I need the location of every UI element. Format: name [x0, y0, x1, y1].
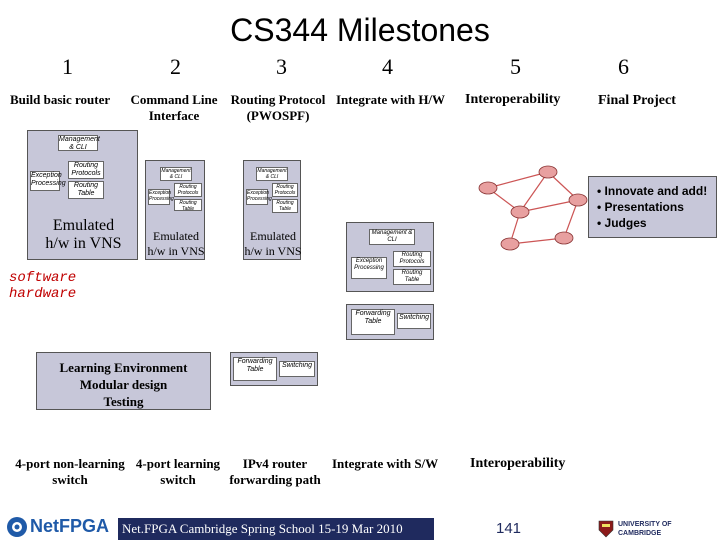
learning-environment-box: Learning Environment Modular design Test…	[36, 352, 211, 410]
emulated-text: Emulated	[250, 229, 296, 243]
hw-milestone-1-line2: switch	[52, 472, 88, 487]
switching-box: Switching	[279, 361, 315, 377]
netfpga-chip-icon	[7, 517, 27, 537]
pwospf-text: (PWOSPF)	[246, 108, 310, 123]
milestone-4-number: 4	[382, 54, 393, 79]
emulated-hw-text: h/w in VNS	[45, 235, 122, 252]
management-cli-box: Management & CLI	[160, 167, 192, 181]
routing-table-box: Routing Table	[68, 181, 104, 199]
exception-processing-box: Exception Processing	[148, 189, 174, 205]
netfpga-logo: NetFPGA	[4, 514, 116, 540]
exception-processing-box: Exception Processing	[351, 257, 387, 279]
milestone-6-label: Final Project	[598, 93, 676, 108]
cambridge-crest-icon	[598, 520, 614, 538]
milestone-2-number: 2	[170, 54, 181, 79]
routing-protocol-text: Routing Protocol	[230, 92, 326, 107]
interoperability-network-graph	[478, 165, 588, 251]
hardware-block-4: Forwarding Table Switching	[346, 304, 434, 340]
routing-protocols-box: Routing Protocols	[393, 251, 431, 267]
university-line-1: UNIVERSITY OF	[618, 521, 672, 528]
interface-text: Interface	[148, 108, 200, 123]
page-number: 141	[496, 520, 522, 537]
netfpga-logo-text: NetFPGA	[30, 516, 110, 536]
router-software-block-3: Management & CLI Exception Processing Ro…	[243, 160, 302, 260]
final-project-box: • Innovate and add! • Presentations • Ju…	[588, 176, 717, 238]
milestone-1-label: Build basic router	[10, 92, 111, 107]
network-node	[568, 193, 588, 207]
hw-milestone-1: 4-port non-learning switch	[8, 456, 132, 488]
routing-protocols-box: Routing Protocols	[174, 183, 202, 197]
network-node	[554, 231, 574, 245]
learning-line-1: Learning Environment	[59, 360, 188, 375]
milestone-2-label: Command Line Interface	[128, 92, 220, 124]
hw-milestone-1-line1: 4-port non-learning	[15, 456, 125, 471]
final-item-3: • Judges	[597, 216, 647, 230]
emulated-label-2: Emulated h/w in VNS	[146, 229, 206, 259]
milestone-4-label: Integrate with H/W	[336, 92, 446, 107]
exception-processing-box: Exception Processing	[30, 171, 66, 191]
network-node	[510, 205, 530, 219]
milestone-5-number: 5	[510, 54, 521, 79]
software-hardware-label: software hardware	[9, 270, 76, 302]
routing-protocols-box: Routing Protocols	[272, 183, 298, 197]
hw-milestone-3-line2: forwarding path	[229, 472, 321, 487]
emulated-hw-text: h/w in VNS	[244, 244, 302, 258]
hw-milestone-4: Integrate with S/W	[332, 456, 439, 471]
hardware-text: hardware	[9, 286, 77, 302]
milestone-1-number: 1	[62, 54, 73, 79]
hw-milestone-5: Interoperability	[470, 456, 566, 471]
cambridge-logo: UNIVERSITY OF CAMBRIDGE	[598, 518, 718, 540]
university-name: UNIVERSITY OF CAMBRIDGE	[618, 520, 672, 538]
forwarding-table-box: Forwarding Table	[351, 309, 395, 335]
milestone-3-number: 3	[276, 54, 287, 79]
final-item-1: • Innovate and add!	[597, 184, 708, 198]
switching-box: Switching	[397, 313, 431, 329]
hw-milestone-3: IPv4 router forwarding path	[224, 456, 326, 488]
emulated-label-3: Emulated h/w in VNS	[244, 229, 302, 259]
routing-protocols-box: Routing Protocols	[68, 161, 104, 179]
network-node	[538, 165, 558, 179]
learning-line-3: Testing	[103, 394, 144, 409]
command-line-text: Command Line	[130, 92, 218, 107]
milestone-6-number: 6	[618, 54, 629, 79]
management-cli-box: Management & CLI	[369, 229, 415, 245]
network-node	[500, 237, 520, 251]
emulated-text: Emulated	[153, 229, 199, 243]
hw-milestone-2: 4-port learning switch	[130, 456, 226, 488]
milestone-5-label: Interoperability	[465, 92, 561, 107]
hw-milestone-2-line1: 4-port learning	[135, 456, 221, 471]
emulated-hw-text: h/w in VNS	[147, 244, 205, 258]
footer-event-text: Net.FPGA Cambridge Spring School 15-19 M…	[118, 518, 434, 540]
management-cli-box: Management & CLI	[58, 135, 100, 151]
network-node	[478, 181, 498, 195]
final-item-2: • Presentations	[597, 200, 684, 214]
hw-milestone-3-line1: IPv4 router	[242, 456, 308, 471]
management-cli-box: Management & CLI	[256, 167, 288, 181]
router-software-block-2: Management & CLI Exception Processing Ro…	[145, 160, 205, 260]
emulated-label-1: Emulated h/w in VNS	[28, 217, 139, 253]
hardware-block-2: Forwarding Table Switching	[230, 352, 318, 386]
routing-table-box: Routing Table	[272, 199, 298, 213]
hw-milestone-2-line2: switch	[160, 472, 196, 487]
router-software-block-4: Management & CLI Exception Processing Ro…	[346, 222, 434, 292]
routing-table-box: Routing Table	[174, 199, 202, 212]
learning-line-2: Modular design	[79, 377, 168, 392]
forwarding-table-box: Forwarding Table	[233, 357, 277, 381]
exception-processing-box: Exception Processing	[246, 189, 272, 205]
university-line-2: CAMBRIDGE	[618, 530, 662, 537]
page-title: CS344 Milestones	[230, 12, 490, 48]
routing-table-box: Routing Table	[393, 269, 431, 285]
router-software-block-1: Management & CLI Exception Processing Ro…	[27, 130, 138, 260]
software-text: software	[9, 270, 77, 286]
network-nodes	[478, 165, 588, 251]
emulated-text: Emulated	[52, 217, 115, 234]
milestone-3-label: Routing Protocol (PWOSPF)	[222, 92, 334, 124]
